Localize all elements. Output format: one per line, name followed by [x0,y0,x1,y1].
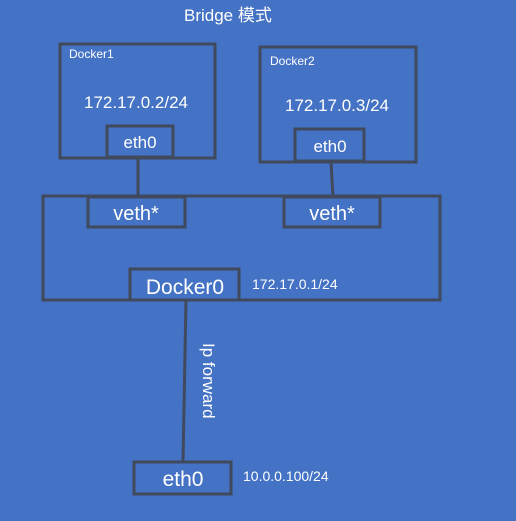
docker2-ip: 172.17.0.3/24 [285,96,389,115]
docker1-label: Docker1 [69,47,114,61]
diagram-title: Bridge 模式 [184,6,272,25]
host-eth0-box [132,460,233,496]
veth-left-label: veth* [113,203,159,225]
docker2-veth-link [329,161,335,198]
docker2-eth0-box [293,127,366,163]
docker0-label: Docker0 [146,276,224,299]
docker2-label: Docker2 [270,54,315,68]
docker1-eth0-label: eth0 [123,133,156,152]
host-eth0-label: eth0 [163,468,204,491]
ip-forward-label: Ip forward [199,343,218,419]
docker2-eth0-label: eth0 [313,137,346,156]
veth-right-label: veth* [309,203,355,225]
docker1-eth0-box [105,124,175,159]
ip-forward-link [181,299,188,463]
docker0-ip: 172.17.0.1/24 [252,276,338,292]
docker1-ip: 172.17.0.2/24 [84,93,188,112]
host-ip: 10.0.0.100/24 [243,468,329,484]
docker0-bridge-box [41,194,442,302]
veth-left-box [86,195,187,229]
veth-right-box [282,195,382,229]
